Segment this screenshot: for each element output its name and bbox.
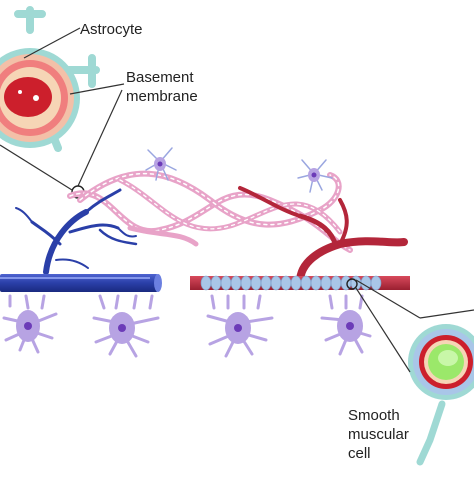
label-smooth-line1: Smooth	[348, 407, 400, 424]
astrocyte-small-1	[145, 147, 177, 181]
label-smooth-line2: muscular	[348, 426, 409, 443]
vessel-cross-section-bottom	[408, 324, 474, 466]
astrocyte-cell-4	[320, 294, 372, 356]
astrocyte-cell-2	[92, 294, 160, 358]
main-artery	[0, 274, 162, 292]
label-smooth-line3: cell	[348, 445, 371, 462]
label-basement-line2: membrane	[126, 88, 198, 105]
astrocyte-cell-1	[2, 294, 58, 354]
astrocyte-small-2	[297, 159, 333, 193]
astrocyte-cell-3	[206, 294, 274, 358]
callout-lines-bottom	[355, 279, 474, 373]
vein-branches	[238, 186, 408, 286]
vessel-cross-section-top	[0, 6, 100, 152]
artery-branches	[15, 188, 138, 275]
label-astrocyte: Astrocyte	[80, 21, 143, 38]
main-vein	[190, 275, 410, 291]
label-basement-line1: Basement	[126, 69, 194, 86]
